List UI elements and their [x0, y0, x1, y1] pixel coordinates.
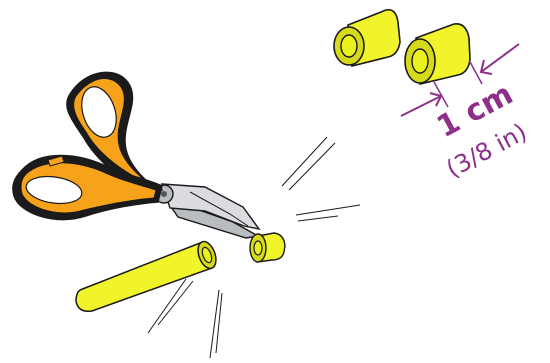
bead-left-icon: [334, 10, 400, 66]
bead-right-icon: [405, 24, 470, 84]
straw-icon: [76, 239, 219, 311]
cut-bead-icon: [250, 233, 285, 262]
scissors-icon: [13, 72, 259, 238]
